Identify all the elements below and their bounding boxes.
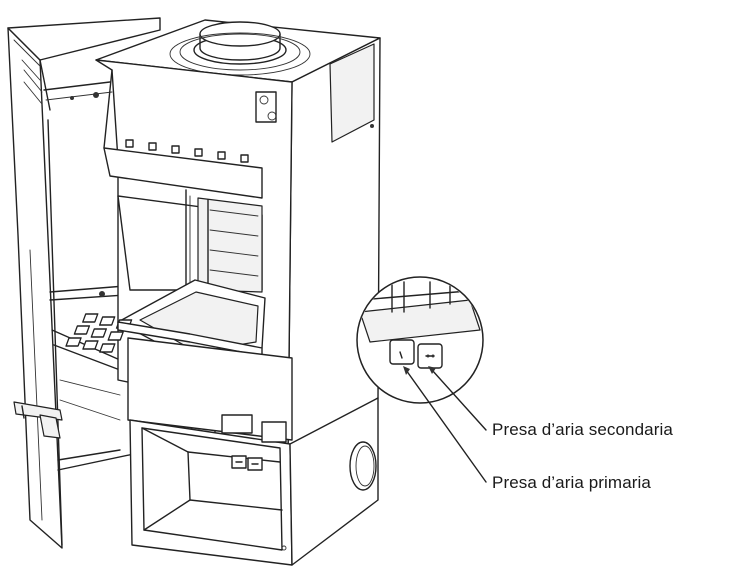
detail-magnifier: [356, 276, 484, 404]
callout-secondary-air: Presa d’aria secondaria: [492, 420, 673, 439]
stove-body: [65, 19, 381, 456]
leader-secondary: [431, 369, 487, 431]
door-handle: [13, 401, 63, 439]
callout-leaders: [403, 366, 487, 483]
pedestal: [129, 397, 379, 566]
leader-primary: [405, 369, 487, 483]
callout-primary-air: Presa d’aria primaria: [492, 473, 651, 492]
